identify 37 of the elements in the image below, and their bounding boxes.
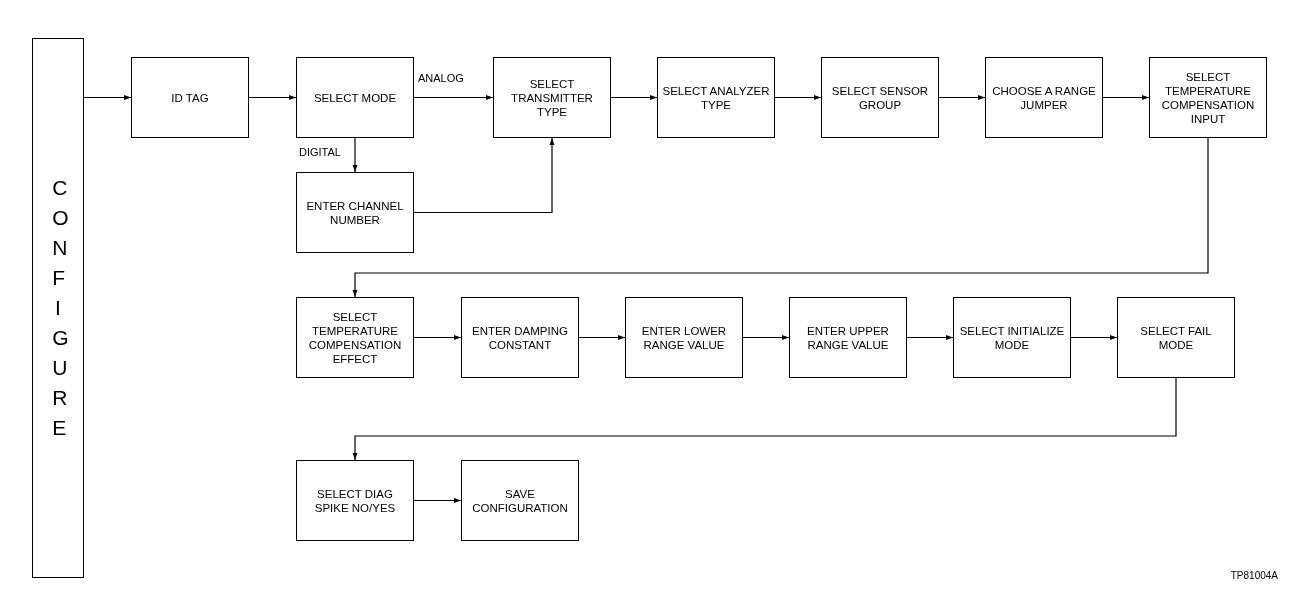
start-bar: CONFIGURE	[32, 38, 84, 578]
edge-label: ANALOG	[416, 71, 466, 84]
arrow	[352, 137, 358, 173]
arrow	[413, 335, 462, 340]
arrow	[413, 498, 462, 503]
process-box: SELECT TEMPERATURE COMPENSATION INPUT	[1149, 57, 1267, 138]
arrow	[906, 335, 954, 340]
process-box: SELECT INITIALIZE MODE	[953, 297, 1071, 378]
process-box: CHOOSE A RANGE JUMPER	[985, 57, 1103, 138]
arrow	[352, 377, 1177, 461]
arrow	[413, 95, 494, 100]
arrow	[610, 95, 658, 100]
process-box: ENTER DAMPING CONSTANT	[461, 297, 579, 378]
arrow	[938, 95, 986, 100]
arrow	[83, 95, 132, 100]
process-box: SELECT ANALYZER TYPE	[657, 57, 775, 138]
arrow	[352, 137, 1209, 298]
arrow	[742, 335, 790, 340]
process-box: SELECT TEMPERATURE COMPENSATION EFFECT	[296, 297, 414, 378]
process-box: SELECT TRANSMITTER TYPE	[493, 57, 611, 138]
arrow	[248, 95, 297, 100]
process-box: SELECT MODE	[296, 57, 414, 138]
edge-label: DIGITAL	[297, 146, 343, 158]
arrow	[774, 95, 822, 100]
process-box: ENTER LOWER RANGE VALUE	[625, 297, 743, 378]
arrow	[413, 137, 555, 214]
arrow	[1070, 335, 1118, 340]
process-box: ENTER CHANNEL NUMBER	[296, 172, 414, 253]
process-box: ID TAG	[131, 57, 249, 138]
process-box: ENTER UPPER RANGE VALUE	[789, 297, 907, 378]
figure-code: TP81004A	[1230, 570, 1278, 581]
arrow	[578, 335, 626, 340]
process-box: SELECT DIAG SPIKE NO/YES	[296, 460, 414, 541]
process-box: SAVE CONFIGURATION	[461, 460, 579, 541]
process-box: SELECT FAIL MODE	[1117, 297, 1235, 378]
arrow	[1102, 95, 1150, 100]
process-box: SELECT SENSOR GROUP	[821, 57, 939, 138]
